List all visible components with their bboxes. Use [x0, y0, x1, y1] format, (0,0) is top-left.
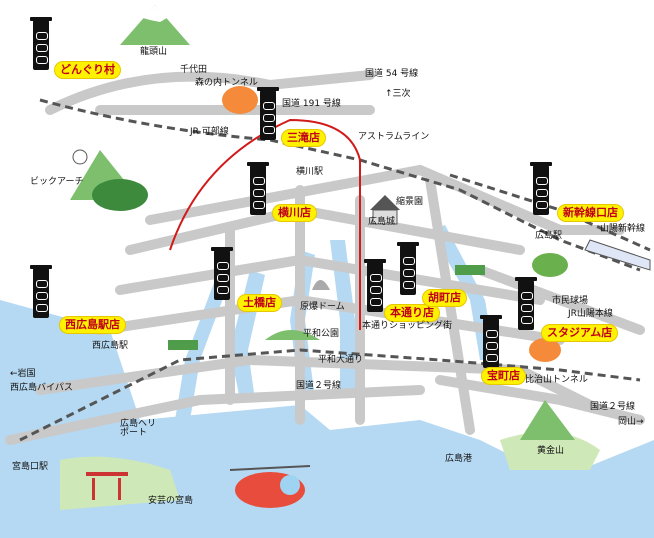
label-ryuzuzan: 龍頭山 — [140, 47, 168, 57]
label-okayama: 岡山→ — [618, 417, 644, 427]
store-label-takaramachi[interactable]: 宝町店 — [482, 368, 525, 385]
label-route2-east: 国道２号線 — [590, 402, 636, 412]
label-route191: 国道 191 号線 — [282, 99, 341, 109]
label-nishihiroshima-bypass: 西広島バイパス — [10, 383, 73, 393]
label-peace-park: 平和公園 — [303, 329, 340, 339]
label-hijiyama-tunnel: 比治山トンネル — [525, 375, 588, 385]
label-route2-center: 国道２号線 — [296, 381, 342, 391]
store-banner-icon — [211, 247, 233, 300]
label-aki-no-miyajima: 安芸の宮島 — [148, 496, 194, 506]
store-banner-icon — [257, 87, 279, 140]
store-label-kurumimachi[interactable]: 胡町店 — [423, 290, 466, 307]
store-banner-icon — [247, 162, 269, 215]
label-ogonzan: 黄金山 — [537, 446, 565, 456]
label-heliport: 広島ヘリ ポート — [120, 419, 157, 438]
store-label-shinkansen-guchi[interactable]: 新幹線口店 — [558, 205, 623, 222]
store-label-donguri[interactable]: どんぐり村 — [55, 62, 120, 79]
store-banner-icon — [480, 315, 502, 368]
label-iwakuni: ←岩国 — [10, 369, 36, 379]
store-banner-icon — [30, 265, 52, 318]
label-hiroshima-port: 広島港 — [445, 454, 473, 464]
label-astram: アストラムライン — [358, 132, 430, 142]
store-banner-icon — [397, 242, 419, 295]
label-jr-kabe: JR 可部線 — [190, 127, 229, 137]
store-label-yokogawa[interactable]: 横川店 — [273, 205, 316, 222]
store-label-mitaki[interactable]: 三滝店 — [282, 130, 325, 147]
label-big-arch: ビックアーチ — [30, 177, 84, 187]
store-banner-icon — [515, 277, 537, 330]
helicopter-icon — [229, 465, 311, 508]
label-jr-sanyo: JR山陽本線 — [568, 309, 613, 319]
label-hiroshima-castle: 広島城 — [368, 217, 396, 227]
label-sanyo-shinkansen: 山陽新幹線 — [600, 224, 646, 234]
label-chiyoda: 千代田 — [180, 65, 208, 75]
store-label-dobashi[interactable]: 土橋店 — [238, 295, 281, 312]
label-morinouchi-tunnel: 森の内トンネル — [195, 78, 258, 88]
store-banner-icon — [30, 17, 52, 70]
label-genbaku-dome: 原爆ドーム — [300, 302, 345, 312]
label-yokogawa-eki: 横川駅 — [296, 167, 324, 177]
label-heiwa-odori: 平和大通り — [318, 355, 364, 365]
label-shukkeien: 縮景園 — [396, 197, 424, 207]
store-label-stadium[interactable]: スタジアム店 — [542, 325, 618, 342]
store-label-hondori[interactable]: 本通り店 — [385, 305, 439, 322]
label-route54: 国道 54 号線 — [365, 69, 419, 79]
label-nishihiroshima: 西広島駅 — [92, 341, 129, 351]
label-hiroshima-eki: 広島駅 — [535, 231, 563, 241]
mountain-icon — [120, 5, 190, 45]
label-miyoshi: ↑三次 — [385, 89, 411, 99]
label-hiroshimaguchi: 宮島口駅 — [12, 462, 49, 472]
label-hondori-shopping: 本通りショッピング街 — [362, 321, 453, 331]
label-shimin-kyujo: 市民球場 — [552, 296, 589, 306]
torii-icon — [86, 472, 128, 500]
store-label-nishihiroshima-eki[interactable]: 西広島駅店 — [60, 317, 125, 334]
store-banner-icon — [530, 162, 552, 215]
store-banner-icon — [364, 259, 386, 312]
